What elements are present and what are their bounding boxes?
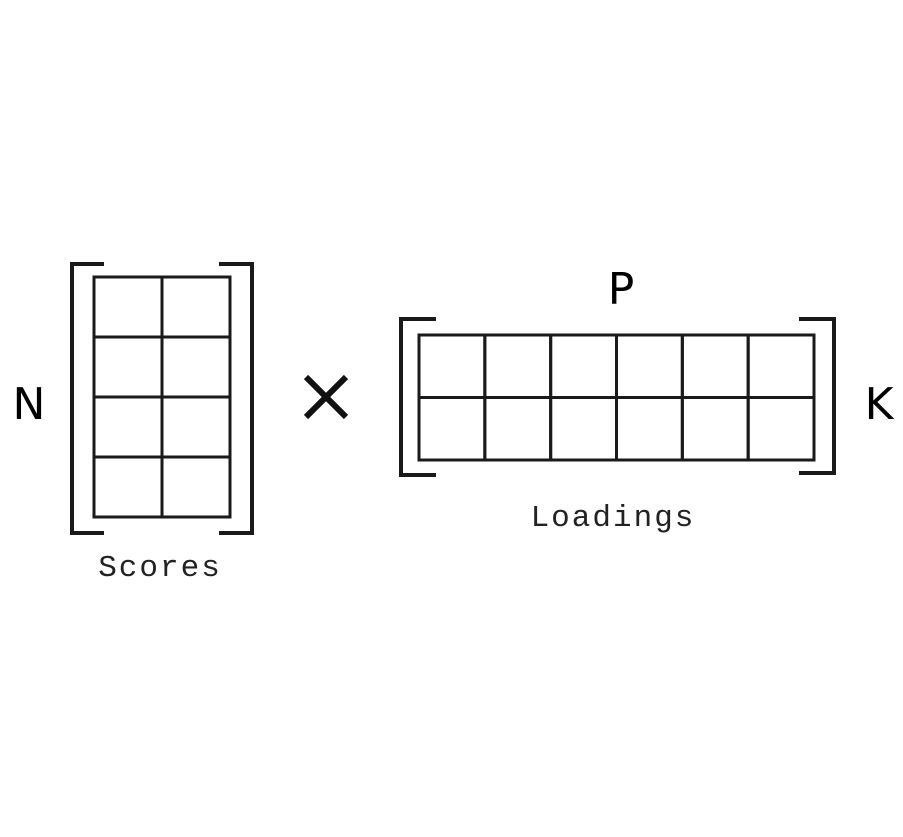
scores-caption: Scores [98, 551, 222, 586]
p-dimension-label: P [608, 264, 635, 315]
loadings-cell [746, 333, 816, 399]
loadings-cell [483, 396, 553, 462]
loadings-cell [417, 396, 487, 462]
loadings-cell [549, 333, 619, 399]
k-dimension-label: K [865, 379, 895, 430]
loadings-cell [417, 333, 487, 399]
loadings-caption: Loadings [531, 501, 696, 536]
scores-left-bracket [70, 262, 104, 535]
scores-cell [92, 275, 164, 339]
multiply-icon [303, 374, 349, 420]
loadings-cell [483, 333, 553, 399]
scores-cell [160, 395, 232, 459]
scores-grid [92, 275, 232, 519]
scores-cell [92, 395, 164, 459]
loadings-cell [615, 333, 684, 399]
loadings-grid [417, 333, 816, 462]
scores-cell [160, 455, 232, 519]
loadings-left-bracket [399, 317, 436, 477]
loadings-matrix [399, 317, 836, 477]
loadings-cell [549, 396, 619, 462]
loadings-cell [680, 396, 750, 462]
scores-cell [92, 335, 164, 399]
scores-cell [92, 455, 164, 519]
scores-right-bracket [219, 262, 254, 535]
scores-matrix [70, 262, 254, 535]
loadings-right-bracket [799, 317, 836, 475]
loadings-cell [680, 333, 750, 399]
scores-cell [160, 275, 232, 339]
loadings-cell [746, 396, 816, 462]
loadings-cell [615, 396, 684, 462]
n-dimension-label: N [13, 379, 46, 430]
scores-cell [160, 335, 232, 399]
